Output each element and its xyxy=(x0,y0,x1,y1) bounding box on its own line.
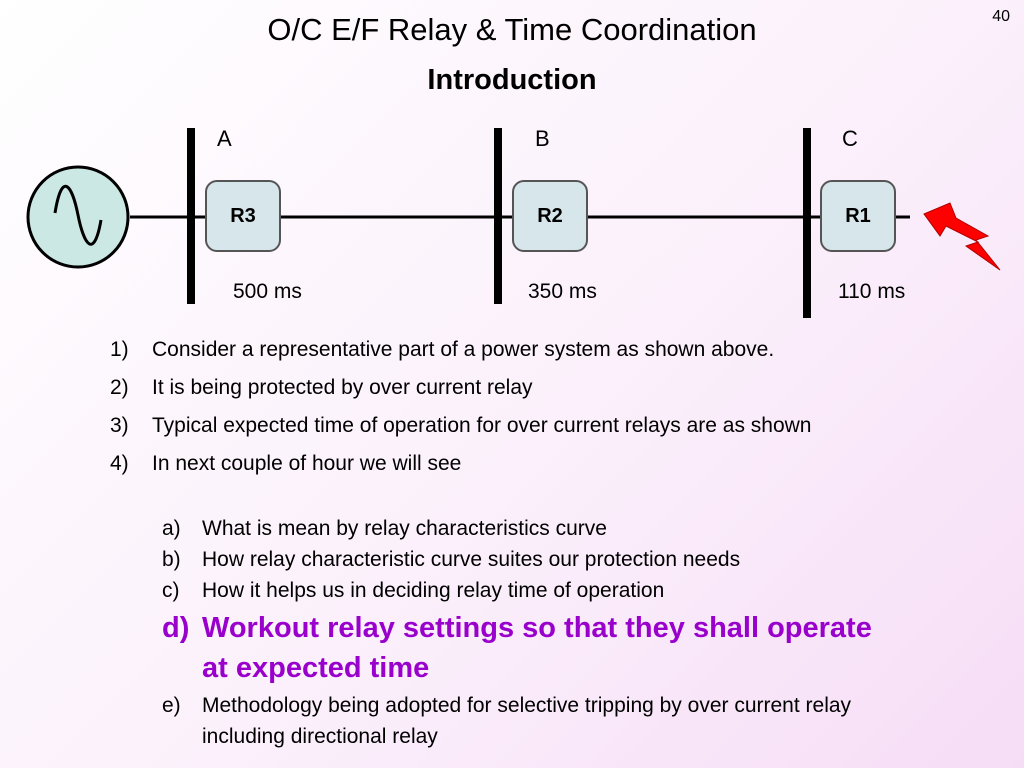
relay-r2-time: 350 ms xyxy=(528,280,597,303)
sub-list-text: How relay characteristic curve suites ou… xyxy=(202,548,741,571)
relay-r3-time: 500 ms xyxy=(233,280,302,303)
list-item: 4) In next couple of hour we will see xyxy=(110,452,990,475)
list-number: 1) xyxy=(110,338,129,361)
list-text: It is being protected by over current re… xyxy=(152,376,533,400)
list-text: In next couple of hour we will see xyxy=(152,452,462,476)
list-text: Consider a representative part of a powe… xyxy=(152,338,775,361)
list-number: 2) xyxy=(110,376,129,400)
sub-list-text: How it helps us in deciding relay time o… xyxy=(202,579,665,602)
bus-label-c: C xyxy=(842,126,858,151)
sub-list-number: d) xyxy=(162,612,190,644)
relay-r1: R1 xyxy=(820,180,896,252)
sub-list-item: c) How it helps us in deciding relay time… xyxy=(162,575,902,606)
sub-list-text: Workout relay settings so that they shal… xyxy=(202,612,872,684)
power-system-diagram xyxy=(26,165,1001,271)
busbar-c xyxy=(803,128,811,318)
main-points-list: 1) Consider a representative part of a po… xyxy=(110,338,990,490)
relay-r3: R3 xyxy=(205,180,281,252)
list-item: 3) Typical expected time of operation for… xyxy=(110,414,990,437)
slide-subtitle: Introduction xyxy=(427,64,597,96)
sub-list-text: What is mean by relay characteristics cu… xyxy=(202,517,607,540)
relay-r1-time: 110 ms xyxy=(838,280,906,303)
sub-list-number: c) xyxy=(162,579,180,602)
sub-points-list: a) What is mean by relay characteristics … xyxy=(162,513,902,752)
bus-label-b: B xyxy=(535,126,550,151)
sub-list-item: e) Methodology being adopted for selectiv… xyxy=(162,690,902,752)
page-number: 40 xyxy=(992,8,1010,25)
sub-list-number: a) xyxy=(162,517,181,540)
busbar-a xyxy=(187,128,195,304)
sub-list-item: a) What is mean by relay characteristics … xyxy=(162,513,902,544)
slide-title: O/C E/F Relay & Time Coordination xyxy=(267,12,757,47)
list-text: Typical expected time of operation for o… xyxy=(152,414,812,438)
ac-source-icon xyxy=(26,165,130,269)
list-item: 2) It is being protected by over current … xyxy=(110,376,990,399)
list-number: 3) xyxy=(110,414,129,438)
busbar-b xyxy=(494,128,502,304)
sub-list-number: e) xyxy=(162,694,181,717)
highlighted-sub-list-item: d) Workout relay settings so that they sh… xyxy=(162,608,902,688)
sub-list-number: b) xyxy=(162,548,181,571)
list-number: 4) xyxy=(110,452,129,476)
relay-r2: R2 xyxy=(512,180,588,252)
list-item: 1) Consider a representative part of a po… xyxy=(110,338,990,361)
bus-label-a: A xyxy=(217,126,232,151)
sub-list-item: b) How relay characteristic curve suites … xyxy=(162,544,902,575)
lightning-fault-icon xyxy=(923,202,1001,271)
sub-list-text: Methodology being adopted for selective … xyxy=(202,694,852,748)
